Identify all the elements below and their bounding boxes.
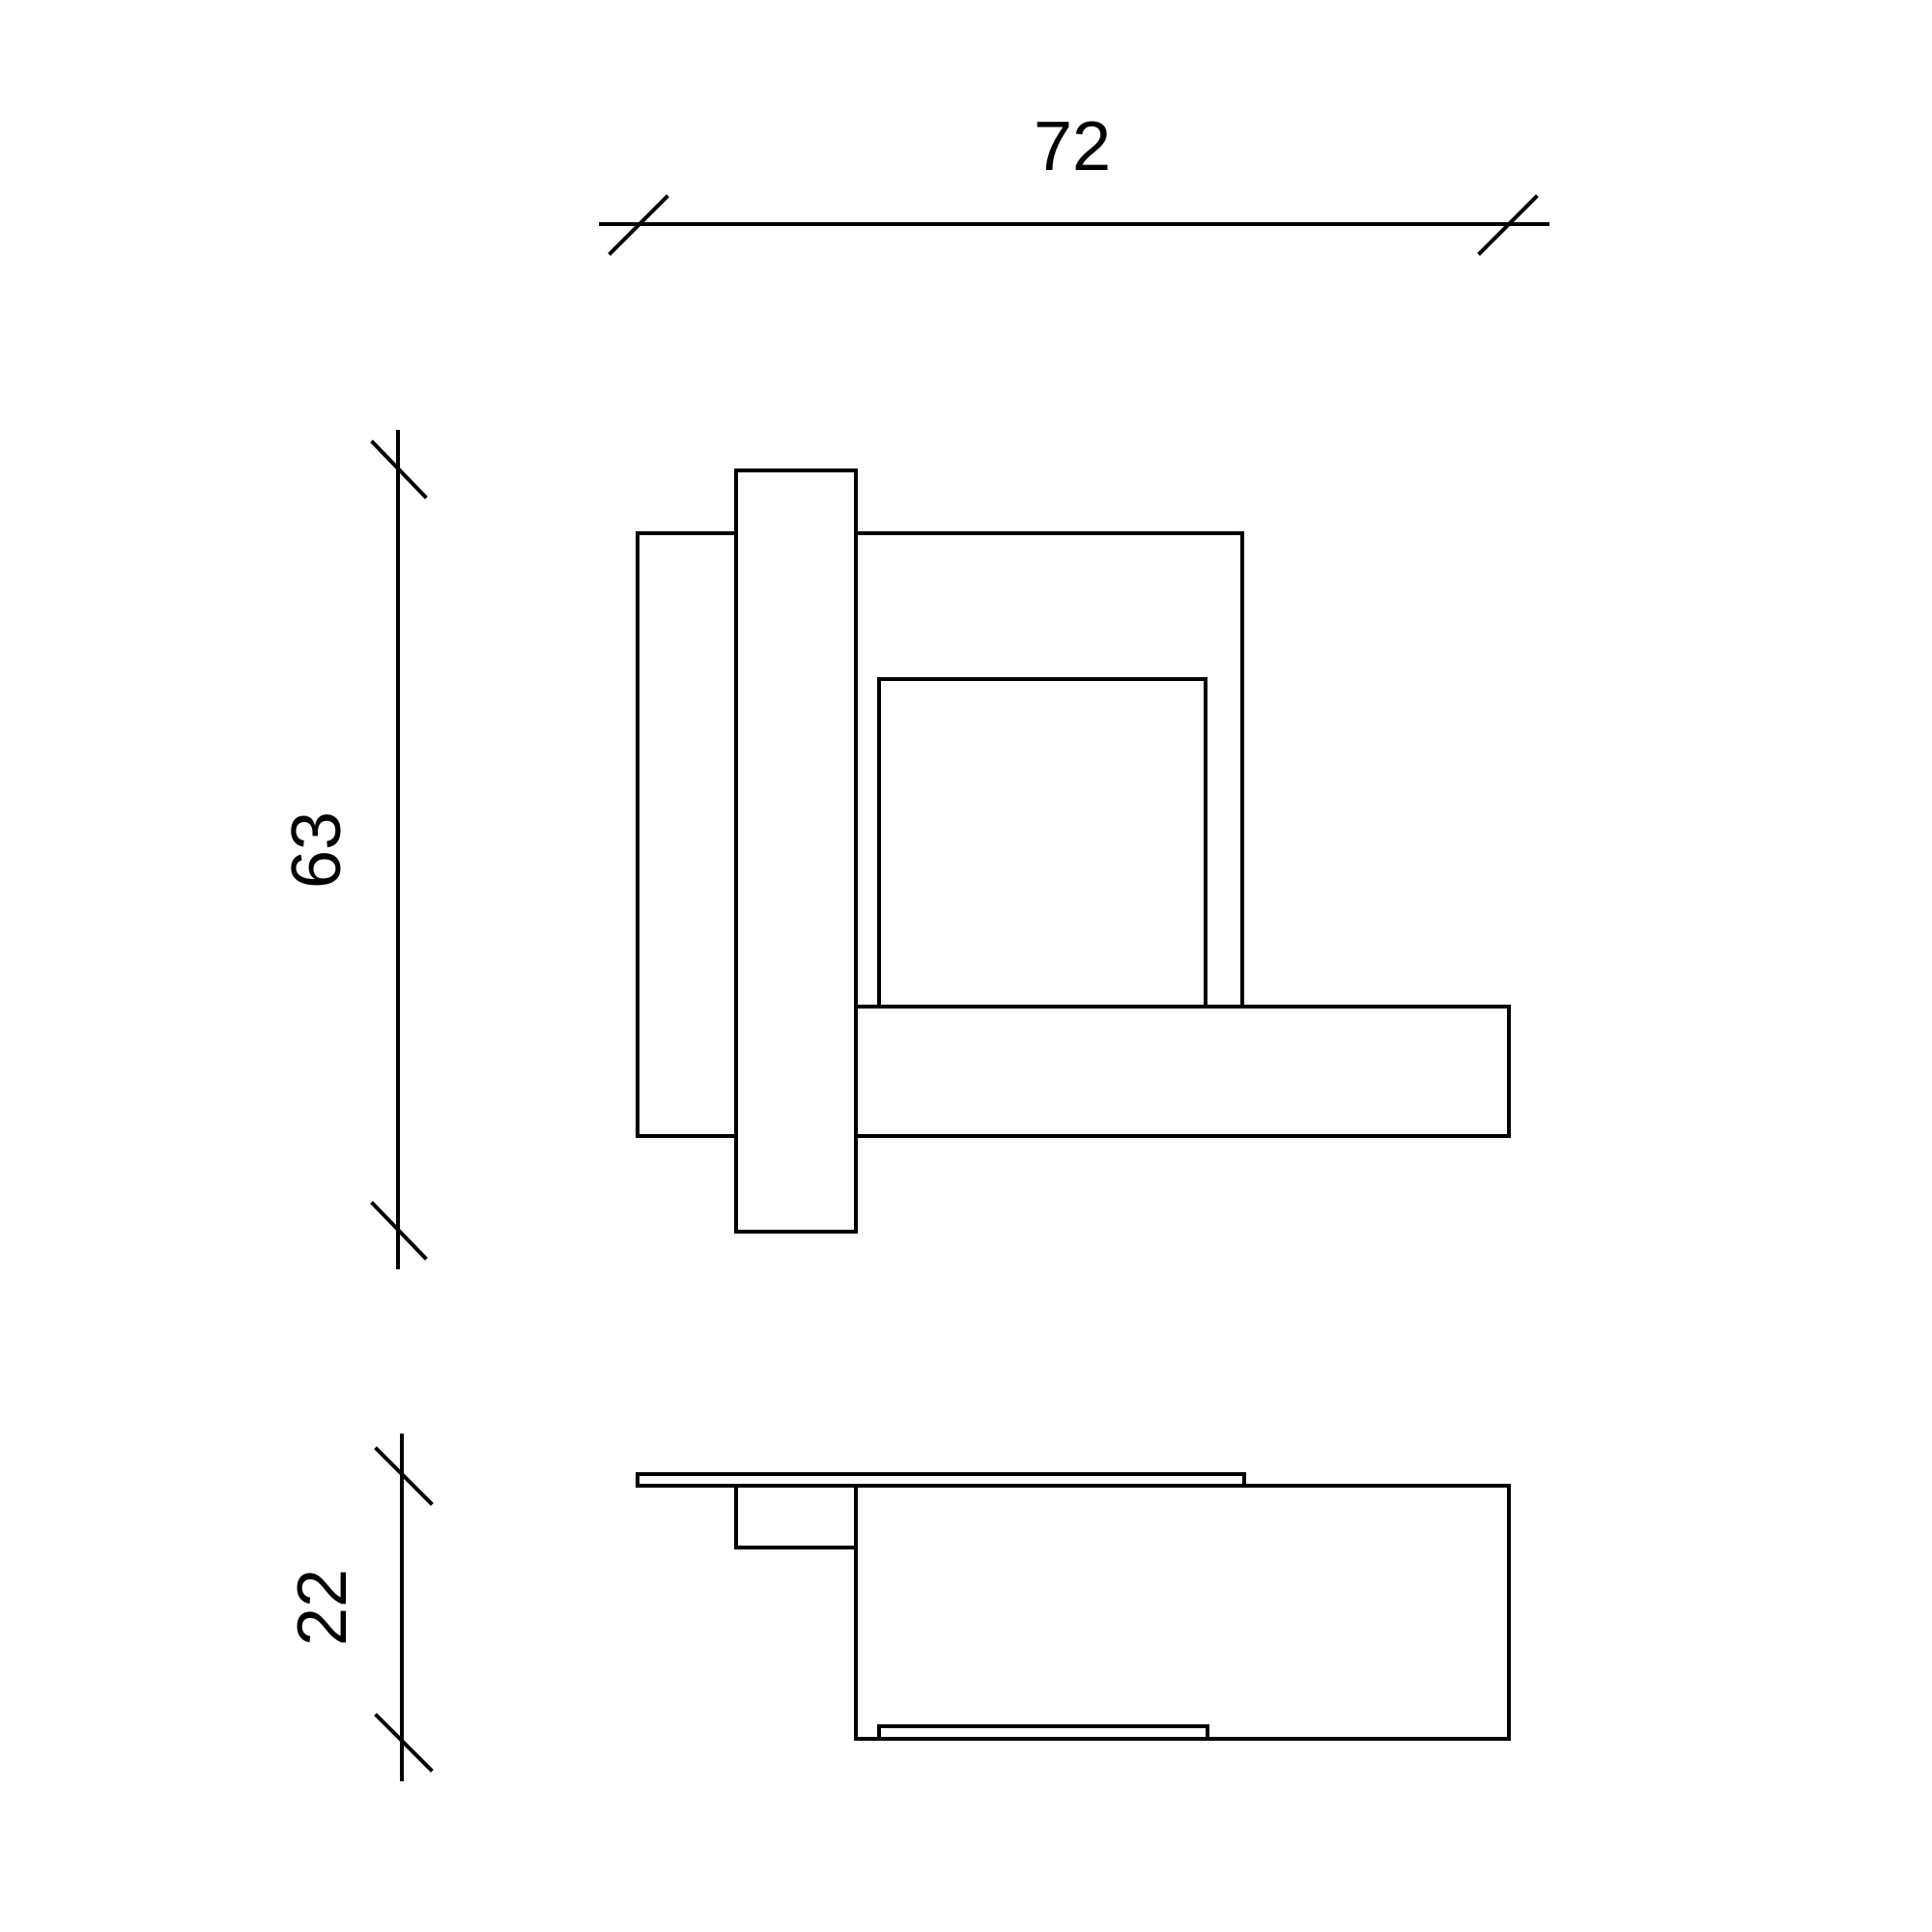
- back-plate-top-right: [854, 531, 1244, 1009]
- front-height-dimension: 63: [278, 430, 428, 1269]
- inner-frame: [877, 677, 1208, 1009]
- width-tick-right: [1477, 194, 1539, 256]
- width-dimension: 72: [599, 108, 1549, 256]
- width-dimension-label: 72: [1034, 108, 1111, 185]
- shelf-box: [854, 1484, 1511, 1741]
- vertical-bar: [734, 469, 858, 1234]
- horizontal-shelf: [854, 1005, 1511, 1138]
- bar-profile: [734, 1484, 858, 1549]
- front-height-tick-top: [370, 440, 428, 499]
- side-height-tick-bottom: [374, 1713, 434, 1773]
- side-height-dimension: 22: [284, 1434, 434, 1781]
- side-height-tick-top: [374, 1446, 434, 1506]
- front-view: [636, 469, 1511, 1234]
- bottom-plate: [877, 1724, 1209, 1741]
- side-view: [636, 1472, 1511, 1741]
- back-plate-outline: [636, 531, 738, 1138]
- width-tick-left: [608, 194, 669, 256]
- front-height-tick-bottom: [370, 1201, 428, 1261]
- front-height-dimension-label: 63: [278, 811, 355, 889]
- side-height-dimension-label: 22: [284, 1569, 361, 1646]
